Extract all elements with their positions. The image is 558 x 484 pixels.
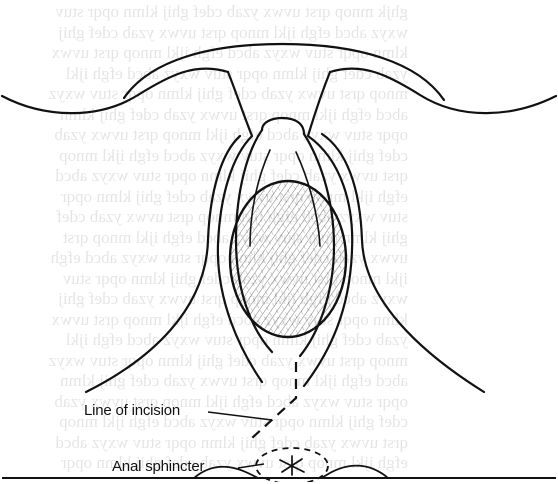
sphincter-leader [238,464,264,468]
left-thigh-outline [2,69,228,114]
left-outer-fold [86,136,240,392]
pubic-mound-arc [124,44,444,100]
right-thigh-outline [330,69,556,114]
incision-line [252,362,296,438]
sphincter-label: Anal sphincter [112,458,204,475]
clitoral-hood [262,118,304,134]
incision-label: Line of incision [84,402,180,419]
anus-star [280,456,304,475]
incision-leader [208,412,272,420]
lower-buttock-curves [194,466,388,478]
